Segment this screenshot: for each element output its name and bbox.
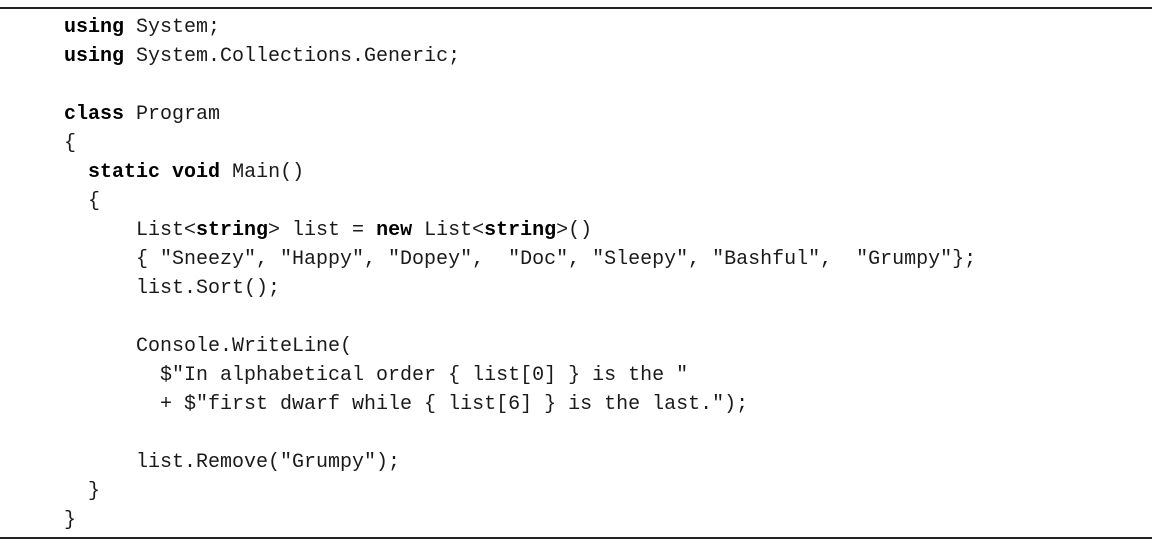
code-text (160, 161, 172, 184)
code-line: { (64, 187, 976, 216)
top-rule (0, 7, 1152, 9)
code-keyword: string (196, 219, 269, 242)
code-text: Main() (220, 161, 305, 184)
code-text: System.Collections.Generic; (124, 45, 461, 68)
code-line: Console.WriteLine( (64, 332, 976, 361)
code-text: List< (64, 219, 197, 242)
code-line: $"In alphabetical order { list[0] } is t… (64, 361, 976, 390)
code-text: System; (124, 16, 221, 39)
code-line: class Program (64, 100, 976, 129)
code-text: Console.WriteLine( (64, 335, 353, 358)
code-text (64, 161, 88, 184)
code-text: { (64, 132, 77, 155)
code-text: } (64, 509, 77, 532)
code-text: } (64, 480, 101, 503)
code-line: using System; (64, 13, 976, 42)
code-text: List< (412, 219, 485, 242)
code-line (64, 303, 976, 332)
code-keyword: using (64, 45, 125, 68)
code-keyword: void (172, 161, 221, 184)
code-line: } (64, 477, 976, 506)
code-keyword: string (484, 219, 557, 242)
code-line: list.Remove("Grumpy"); (64, 448, 976, 477)
bottom-rule (0, 537, 1152, 539)
code-line: List<string> list = new List<string>() (64, 216, 976, 245)
code-text: list.Sort(); (64, 277, 281, 300)
code-keyword: static (88, 161, 161, 184)
code-line: using System.Collections.Generic; (64, 42, 976, 71)
code-text: list.Remove("Grumpy"); (64, 451, 401, 474)
code-text: { (64, 190, 101, 213)
code-line (64, 71, 976, 100)
code-line: } (64, 506, 976, 535)
code-line (64, 419, 976, 448)
code-text: + $"first dwarf while { list[6] } is the… (64, 393, 749, 416)
code-text: { "Sneezy", "Happy", "Dopey", "Doc", "Sl… (64, 248, 977, 271)
code-keyword: using (64, 16, 125, 39)
code-text: Program (124, 103, 221, 126)
code-text: >() (556, 219, 593, 242)
code-text: $"In alphabetical order { list[0] } is t… (64, 364, 689, 387)
code-line: static void Main() (64, 158, 976, 187)
code-line: + $"first dwarf while { list[6] } is the… (64, 390, 976, 419)
code-line: { "Sneezy", "Happy", "Dopey", "Doc", "Sl… (64, 245, 976, 274)
code-keyword: class (64, 103, 125, 126)
code-line: list.Sort(); (64, 274, 976, 303)
code-keyword: new (376, 219, 413, 242)
code-listing: using System;using System.Collections.Ge… (64, 13, 976, 535)
code-line: { (64, 129, 976, 158)
code-text: > list = (268, 219, 377, 242)
